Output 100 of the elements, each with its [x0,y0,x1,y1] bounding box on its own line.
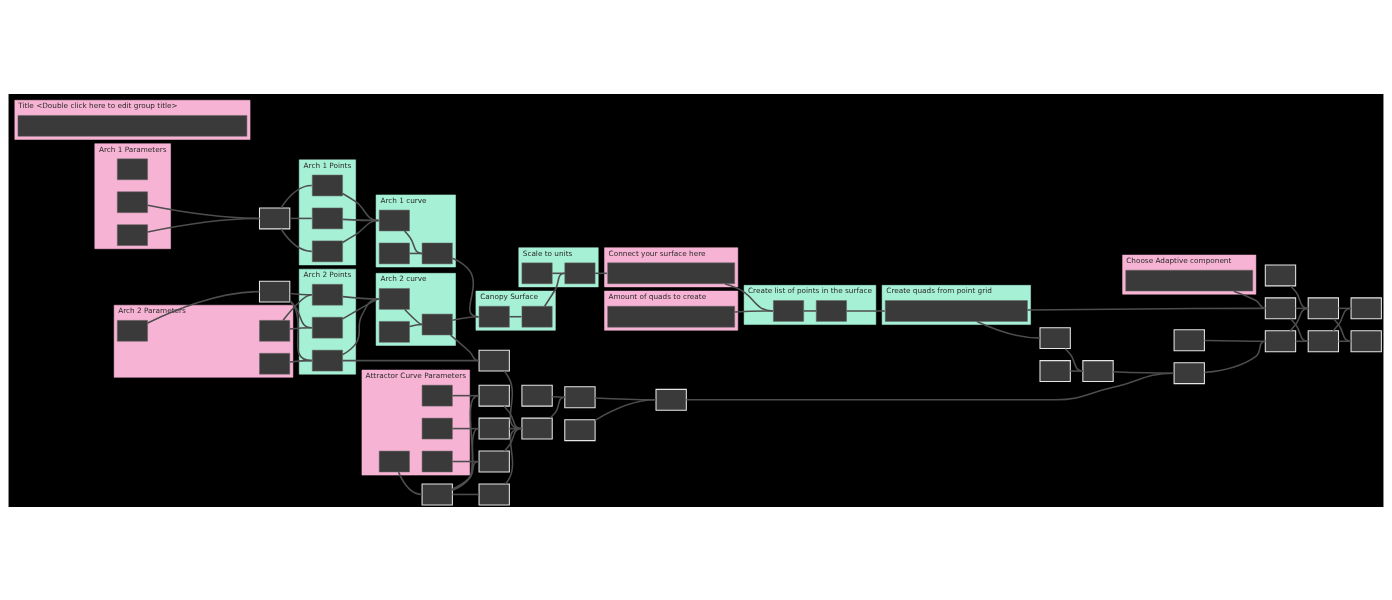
node-box [564,385,596,408]
connector [685,371,1175,401]
connector [289,217,313,219]
connector [451,427,480,491]
node-box [478,305,510,327]
node-box [1082,359,1114,382]
node-box [312,174,343,196]
connector [451,394,480,396]
node-box [564,418,596,441]
node-box [312,240,343,262]
connector [397,470,423,495]
connector [1064,347,1084,372]
node-box [378,287,410,310]
node-box [478,450,510,472]
node-box [773,299,804,322]
connector [341,219,380,243]
connector [341,192,380,221]
connector [451,460,480,490]
node-box [1264,296,1297,319]
connector [724,282,774,312]
connector [594,398,657,421]
node-box [1350,296,1382,319]
connector [1233,289,1267,309]
connector [1337,340,1352,342]
node-box [378,320,410,343]
node-box [421,482,453,505]
connector [146,217,261,233]
node-box [521,262,553,284]
node-box [421,417,453,439]
connector [341,297,380,355]
connector [451,315,480,321]
node-box [521,305,553,327]
node-box [478,482,510,505]
node-box [885,299,1028,322]
node-box [1125,269,1254,291]
connector [341,297,380,320]
connector [451,493,480,495]
node-box [521,384,553,407]
connector [289,300,313,328]
node-box [1307,329,1340,352]
node-box [1264,329,1297,352]
connector [289,299,313,361]
node-box [1173,361,1205,384]
node-box [607,262,735,284]
connector [451,460,480,462]
node-box [117,319,148,342]
node-box [607,305,735,327]
node-box [421,242,453,264]
node-box [258,206,291,229]
node-box [1307,296,1340,319]
node-box [478,349,510,372]
node-box [1039,359,1071,382]
node-box [478,384,510,407]
connector [289,326,313,330]
connector [451,256,480,317]
connector [845,309,886,312]
node-box [312,316,343,338]
connector [280,184,313,209]
node-box [117,223,148,246]
node-box [816,299,847,322]
connector [551,395,566,398]
node-box [117,158,148,180]
node-box [312,207,343,229]
node-box [378,242,410,264]
node-box [564,262,596,284]
connector [282,293,313,321]
connector [408,323,423,327]
node-box [259,319,291,342]
connector [341,359,480,361]
node-box [1039,326,1071,349]
connector [1332,317,1352,342]
connector [289,359,313,363]
connector [403,308,423,325]
connector [449,333,480,361]
connector [549,395,566,419]
connector [146,290,261,324]
connector [802,309,818,312]
node-box [421,384,453,406]
node-box [1264,263,1297,286]
node-box [478,417,510,440]
connector [976,320,1041,339]
node-box [1173,328,1205,351]
node-box [378,209,410,231]
node-box [259,352,291,374]
connector [734,309,774,313]
connector [1026,307,1267,311]
node-box [17,114,248,137]
node-box [258,280,291,303]
connector [1069,369,1084,372]
node-box [312,349,343,371]
node-box [312,283,343,305]
node-box [421,450,453,472]
node-box [521,417,553,440]
connector [451,427,480,429]
connector [1203,339,1267,342]
node-box [378,450,410,472]
connector [594,396,657,401]
node-box [1350,329,1382,352]
node-box [655,388,687,411]
node-box [421,313,453,335]
